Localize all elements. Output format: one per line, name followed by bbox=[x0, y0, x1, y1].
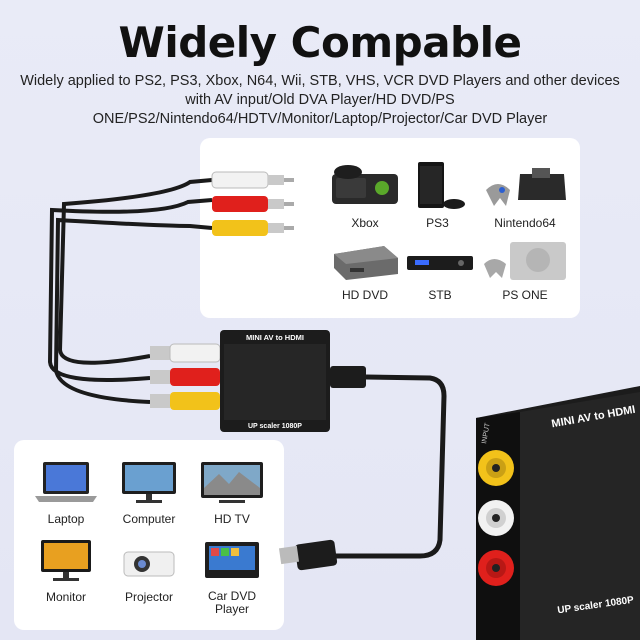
display-projector: Projector bbox=[109, 536, 189, 604]
car-dvd-player-icon bbox=[205, 542, 259, 578]
converter-top-label: MINI AV to HDMI bbox=[246, 333, 304, 342]
tv-icon bbox=[201, 462, 263, 503]
display-label: Projector bbox=[124, 590, 174, 604]
rca-plug-yellow-top bbox=[212, 220, 294, 236]
rca-plug-white-bottom bbox=[150, 343, 221, 363]
display-label: HD TV bbox=[214, 512, 250, 526]
display-computer: Computer bbox=[109, 458, 189, 526]
source-label: Nintendo64 bbox=[494, 216, 556, 230]
source-ps3: PS3 bbox=[400, 160, 475, 230]
rca-jack-white bbox=[478, 500, 514, 536]
rca-plug-yellow-bottom bbox=[150, 392, 220, 410]
rca-jack-yellow bbox=[478, 450, 514, 486]
rca-plug-white-top bbox=[211, 171, 294, 189]
rca-cable bbox=[47, 178, 213, 404]
display-label: Computer bbox=[122, 512, 176, 526]
display-hd-tv: HD TV bbox=[192, 458, 272, 526]
large-converter-device: MINI AV to HDMI UP scaler 1080P INPUT bbox=[476, 386, 640, 640]
source-label: Xbox bbox=[351, 216, 379, 230]
display-car-dvd: Car DVD Player bbox=[192, 536, 272, 616]
subtitle-line: Widely applied to PS2, PS3, Xbox, N64, W… bbox=[20, 73, 620, 89]
console-xbox-icon bbox=[332, 165, 398, 204]
rca-plug-red-top bbox=[212, 196, 294, 212]
projector-icon bbox=[123, 551, 175, 577]
desktop-monitor-icon bbox=[122, 462, 176, 503]
source-nintendo64: Nintendo64 bbox=[475, 160, 575, 230]
source-label: PS ONE bbox=[502, 288, 548, 302]
device-port-label: INPUT bbox=[481, 422, 492, 445]
rca-plug-red-bottom bbox=[150, 368, 220, 386]
set-top-box-icon bbox=[407, 256, 473, 270]
console-psone-icon bbox=[484, 242, 566, 280]
display-laptop: Laptop bbox=[26, 458, 106, 526]
display-devices-panel: Laptop Computer HD TV Monitor bbox=[14, 440, 284, 630]
source-label: HD DVD bbox=[341, 288, 388, 302]
source-label: PS3 bbox=[426, 216, 449, 230]
converter-bottom-label: UP scaler 1080P bbox=[248, 423, 302, 430]
page-title: Widely Compable bbox=[118, 18, 522, 67]
source-stb: STB bbox=[400, 236, 480, 302]
display-label: Car DVD Player bbox=[207, 589, 256, 616]
hdmi-cable bbox=[278, 366, 447, 571]
monitor-icon bbox=[41, 540, 91, 581]
display-label: Laptop bbox=[47, 512, 85, 526]
laptop-icon bbox=[35, 462, 97, 502]
compatibility-description: Widely applied to PS2, PS3, Xbox, N64, W… bbox=[10, 72, 630, 129]
rca-jack-red bbox=[478, 550, 514, 586]
subtitle-line: ONE/PS2/Nintendo64/HDTV/Monitor/Laptop/P… bbox=[92, 111, 548, 127]
display-label: Monitor bbox=[45, 590, 86, 604]
source-label: STB bbox=[428, 288, 452, 302]
source-ps-one: PS ONE bbox=[475, 236, 575, 302]
console-ps3-icon bbox=[417, 162, 465, 209]
source-hd-dvd: HD DVD bbox=[320, 236, 410, 302]
mini-converter: MINI AV to HDMI UP scaler 1080P bbox=[220, 330, 330, 432]
display-monitor: Monitor bbox=[26, 536, 106, 604]
hd-dvd-player-icon bbox=[334, 246, 398, 280]
console-n64-icon bbox=[486, 168, 566, 206]
subtitle-line: with AV input/Old DVA Player/HD DVD/PS bbox=[185, 92, 455, 108]
source-xbox: Xbox bbox=[320, 160, 410, 230]
